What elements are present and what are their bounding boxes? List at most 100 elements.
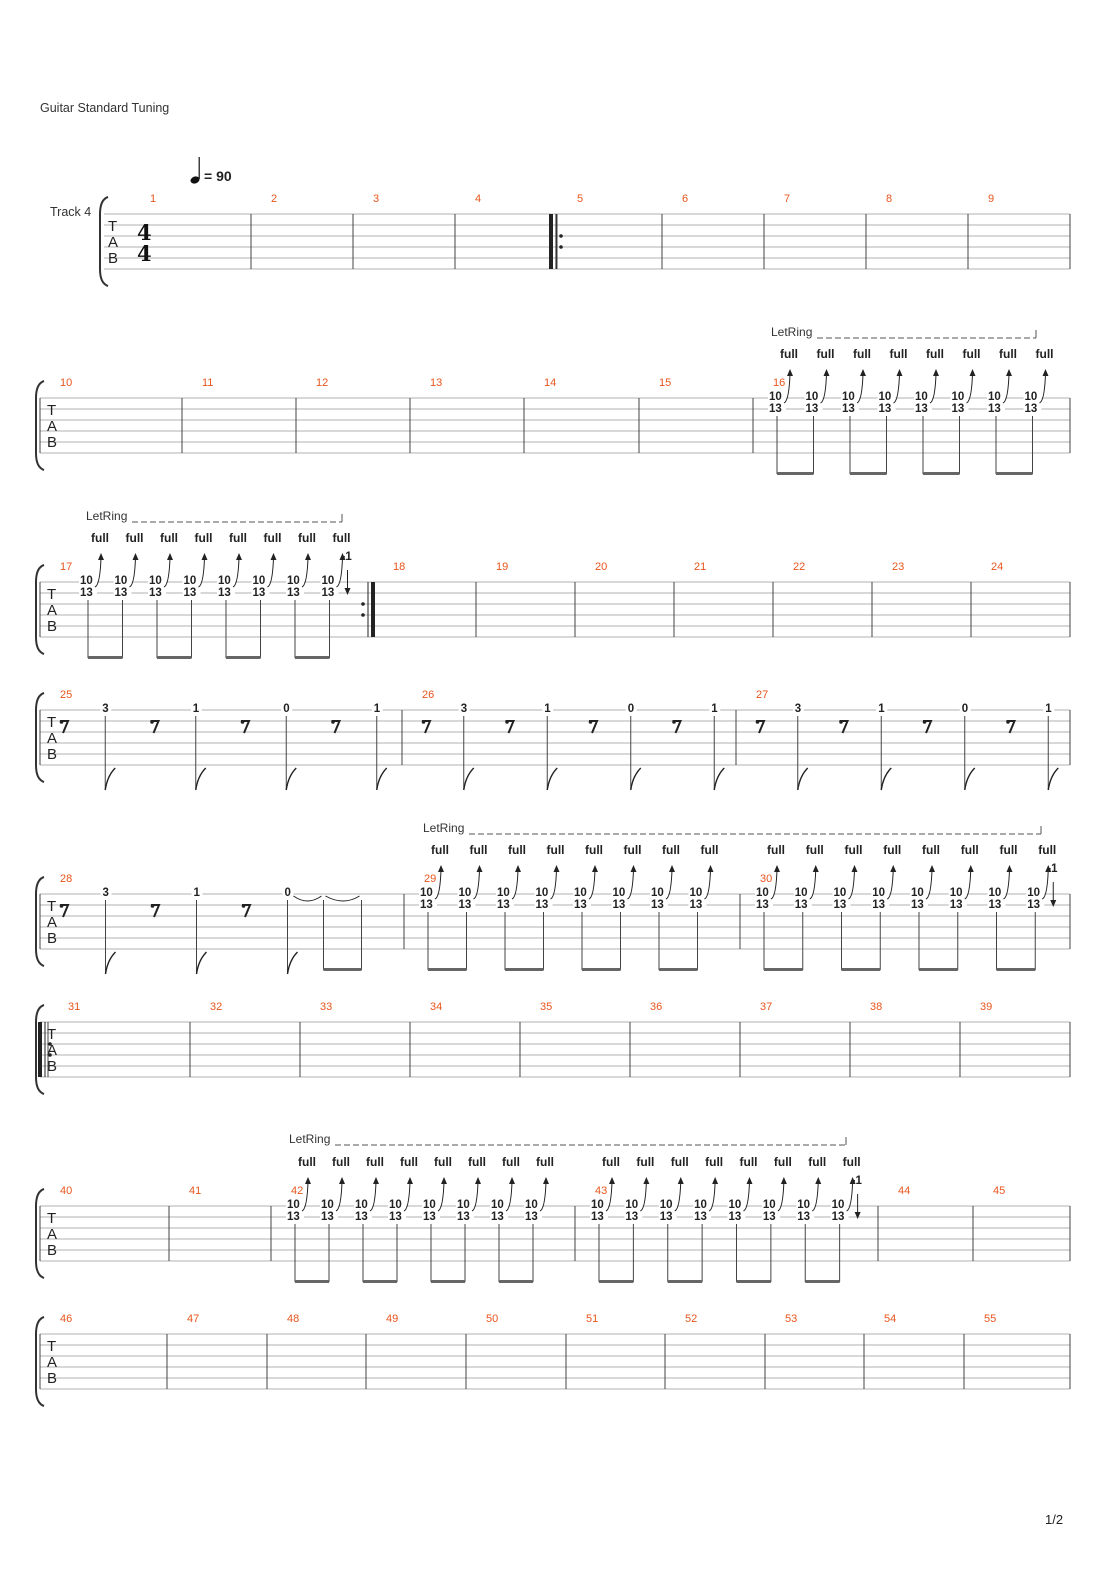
- bend-arrowhead: [339, 553, 346, 560]
- fret-number: 13: [149, 587, 162, 599]
- fret-number: 3: [461, 703, 467, 715]
- measure-number: 28: [60, 873, 72, 885]
- bend-curve: [783, 373, 791, 404]
- fret-number: 13: [795, 899, 808, 911]
- bend-arrowhead: [849, 1177, 856, 1184]
- let-ring-label: LetRing: [289, 1132, 330, 1146]
- beam: [667, 1280, 703, 1283]
- bend-arrowhead: [669, 865, 675, 872]
- fret-mask: [286, 1198, 304, 1222]
- beam: [996, 472, 1033, 475]
- bend-curve: [770, 869, 778, 900]
- fret-number: 10: [1025, 391, 1038, 403]
- bend-curve: [198, 557, 205, 588]
- fret-mask: [987, 886, 1006, 910]
- fret-number: 10: [287, 575, 300, 587]
- bend-label: full: [547, 843, 565, 857]
- bend-label: full: [1036, 347, 1054, 361]
- fret-number: 10: [797, 1199, 810, 1211]
- fret-number: 13: [769, 403, 782, 415]
- fret-number: 0: [628, 703, 634, 715]
- release-arrowhead: [854, 1212, 861, 1219]
- bend-arrowhead: [305, 553, 311, 560]
- fret-number: 10: [915, 391, 928, 403]
- tab-clef-letter: A: [47, 1226, 57, 1243]
- fret-mask: [100, 885, 112, 898]
- tie: [293, 895, 322, 902]
- fret-number: 13: [457, 1211, 470, 1223]
- measure-number: 52: [685, 1313, 697, 1325]
- fret-mask: [320, 1198, 338, 1222]
- bend-curve: [94, 557, 102, 588]
- measure-number: 10: [60, 377, 72, 389]
- release-label: -1: [1047, 863, 1058, 875]
- beam: [919, 968, 958, 971]
- bend-label: full: [808, 1155, 826, 1169]
- tab-clef-letter: T: [47, 714, 56, 731]
- fret-number: 10: [832, 1199, 845, 1211]
- track-name: Track 4: [50, 205, 92, 219]
- fret-number: 13: [1025, 403, 1038, 415]
- beam: [363, 1280, 397, 1283]
- bend-curve: [811, 1181, 819, 1212]
- beam: [805, 1280, 840, 1283]
- tempo-marking: = 90: [190, 155, 232, 188]
- fret-number: 10: [322, 575, 335, 587]
- measure-number: 38: [870, 1001, 882, 1013]
- measure-number: 50: [486, 1313, 498, 1325]
- fret-number: 13: [321, 1211, 334, 1223]
- fret-number: 10: [872, 887, 885, 899]
- bend-arrowhead: [815, 1177, 822, 1184]
- fret-number: 1: [193, 703, 200, 715]
- measure-number: 9: [988, 193, 994, 205]
- bend-curve: [539, 1181, 547, 1212]
- bend-label: full: [961, 843, 979, 857]
- bend-label: full: [160, 531, 178, 545]
- bend-label: full: [767, 843, 785, 857]
- staff-brace: [99, 196, 109, 287]
- tab-clef-letter: A: [47, 1042, 57, 1059]
- fret-number: 10: [950, 887, 963, 899]
- bend-label: full: [926, 347, 944, 361]
- bend-arrowhead: [543, 1177, 549, 1184]
- rest-dot: [588, 720, 593, 724]
- measure-number: 13: [430, 377, 442, 389]
- measure-number: 12: [316, 377, 328, 389]
- bend-curve: [336, 557, 343, 588]
- fret-number: 13: [80, 587, 93, 599]
- tab-clef-letter: A: [47, 914, 57, 931]
- tab-clef-letter: T: [47, 1210, 56, 1227]
- measure-number: 22: [793, 561, 805, 573]
- bend-arrowhead: [201, 553, 208, 560]
- measure-number: 37: [760, 1001, 772, 1013]
- fret-number: 1: [1045, 703, 1052, 715]
- fret-mask: [573, 886, 591, 910]
- bend-label: full: [195, 531, 213, 545]
- note-flag: [195, 951, 208, 975]
- bend-curve: [369, 1181, 377, 1212]
- fret-number: 13: [115, 587, 128, 599]
- tab-clef-letter: B: [47, 930, 57, 947]
- fret-number: 10: [423, 1199, 436, 1211]
- bend-arrowhead: [1006, 865, 1013, 872]
- bend-curve: [856, 373, 864, 404]
- fret-mask: [371, 701, 383, 714]
- bend-label: full: [705, 1155, 723, 1169]
- bend-arrowhead: [787, 369, 793, 376]
- tuning-label: Guitar Standard Tuning: [40, 101, 170, 115]
- time-signature-top: 4: [137, 220, 152, 245]
- fret-number: 10: [806, 391, 819, 403]
- rest-dot: [922, 720, 927, 724]
- bend-label: full: [468, 1155, 486, 1169]
- measure-number: 8: [886, 193, 892, 205]
- fret-mask: [658, 1198, 677, 1222]
- rest-dot: [59, 904, 64, 908]
- tab-clef-letter: A: [47, 602, 57, 619]
- bend-label: full: [1000, 843, 1018, 857]
- fret-number: 13: [950, 899, 963, 911]
- fret-mask: [987, 390, 1005, 414]
- fret-number: 1: [374, 703, 381, 715]
- measure-number: 21: [694, 561, 706, 573]
- fret-number: 3: [103, 887, 109, 899]
